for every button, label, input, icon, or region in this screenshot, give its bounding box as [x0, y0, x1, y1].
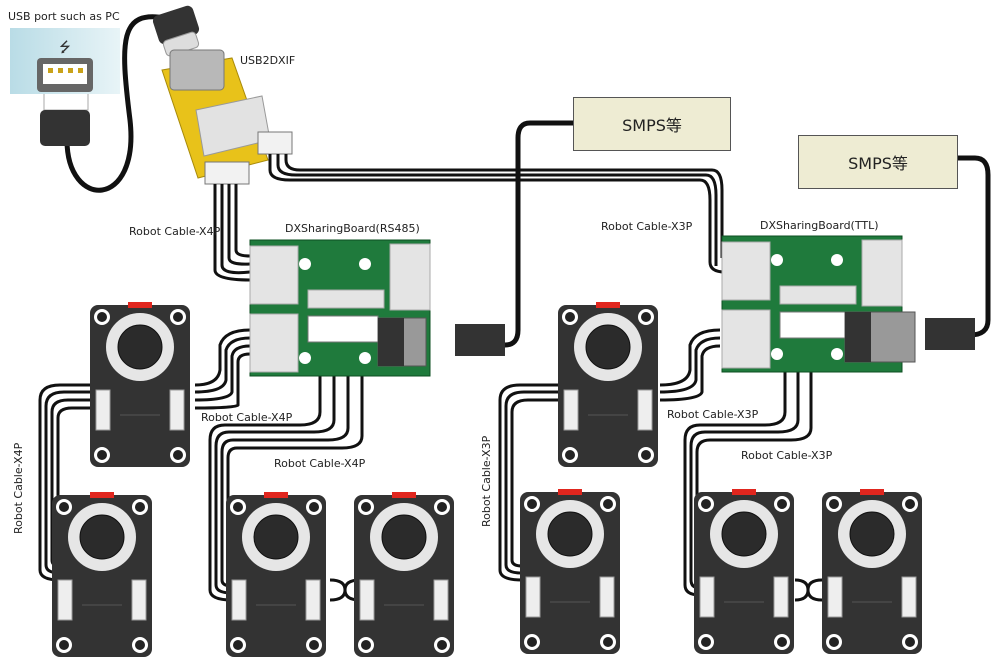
- cable-label-vertical: Robot Cable-X4P: [12, 442, 25, 534]
- board-label-rs485: DXSharingBoard(RS485): [285, 222, 420, 235]
- cable-label: Robot Cable-X4P: [274, 457, 366, 470]
- smps-power-supply-right: SMPS等: [798, 135, 958, 189]
- servo-rs485-1: [89, 301, 191, 468]
- servo-rs485-2: [51, 491, 153, 658]
- cable-label: Robot Cable-X4P: [201, 411, 293, 424]
- servo-ttl-1: [557, 301, 659, 468]
- servo-ttl-3: [693, 488, 795, 655]
- servo-ttl-4: [821, 488, 923, 655]
- cable-bundle: [38, 154, 823, 602]
- usb-c-plug-icon: [152, 5, 200, 57]
- board-label-ttl: DXSharingBoard(TTL): [760, 219, 879, 232]
- power-jack-rs485: [377, 317, 505, 367]
- servo-ttl-2: [519, 488, 621, 655]
- servo-rs485-3: [225, 491, 327, 658]
- cable-label: Robot Cable-X3P: [601, 220, 693, 233]
- power-jack-ttl: [844, 311, 975, 363]
- usb2dxif-board: [161, 49, 293, 185]
- cable-label: Robot Cable-X4P: [129, 225, 221, 238]
- cable-label-vertical: Robot Cable-X3P: [480, 435, 493, 527]
- usb-port-label: USB port such as PC: [8, 10, 120, 23]
- servo-rs485-4: [353, 491, 455, 658]
- usb-symbol-icon: ⭍: [59, 40, 71, 56]
- smps-power-supply-left: SMPS等: [573, 97, 731, 151]
- usb2dxif-label: USB2DXIF: [240, 54, 296, 67]
- cable-label: Robot Cable-X3P: [667, 408, 759, 421]
- power-cables: [504, 120, 991, 348]
- usb-port-graphic: ⭍: [37, 40, 93, 92]
- usb-cable: [64, 14, 166, 193]
- cable-label: Robot Cable-X3P: [741, 449, 833, 462]
